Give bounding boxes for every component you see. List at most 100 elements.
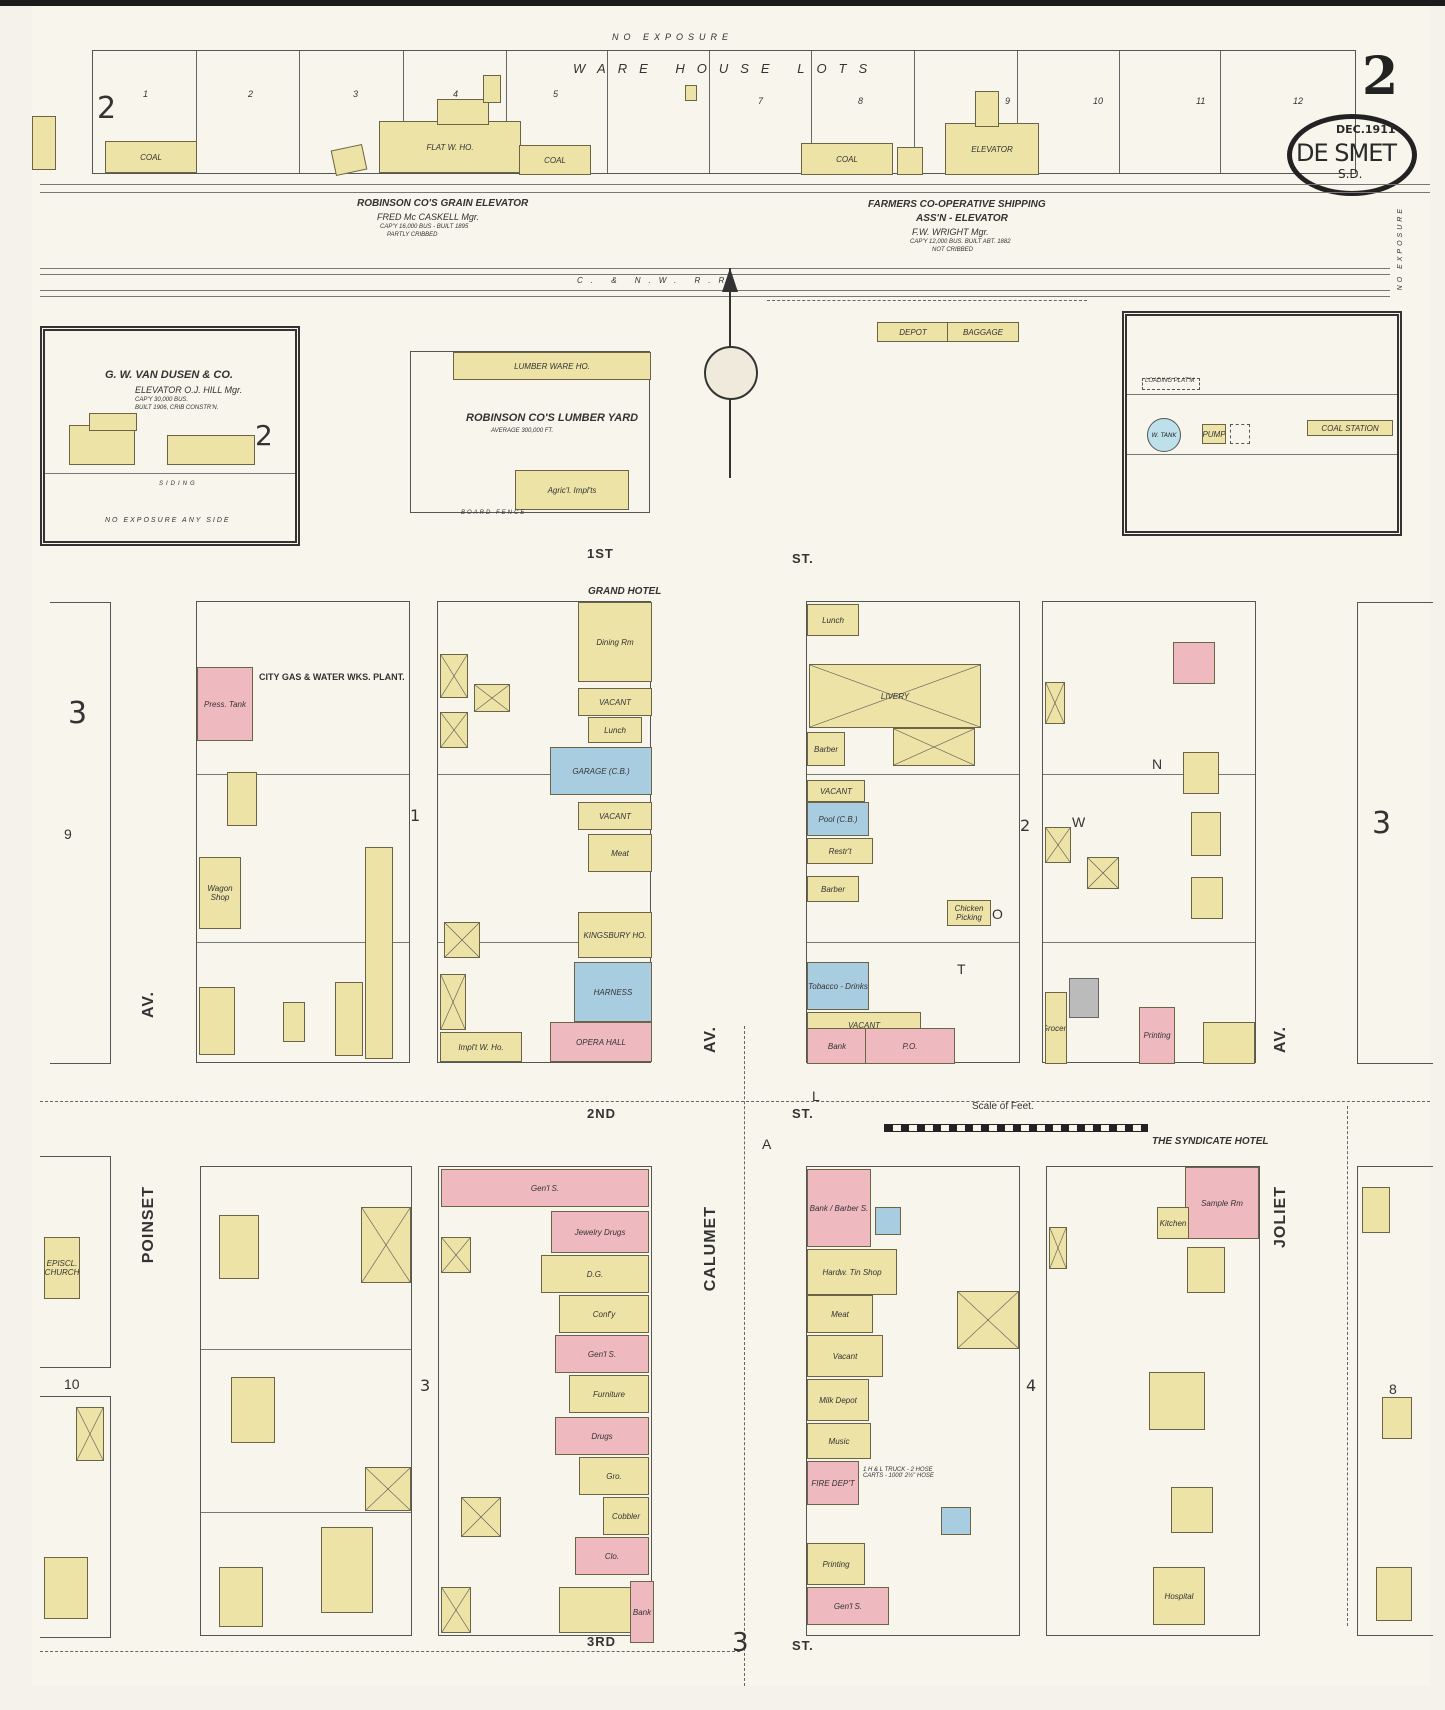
livery-barn: LIVERY xyxy=(809,664,981,728)
map-sheet: NO EXPOSURE WARE HOUSE LOTS 1 2 3 4 5 6 … xyxy=(32,6,1433,1686)
general-store-2: Gen'l S. xyxy=(555,1335,649,1373)
chicken-picking: Chicken Picking xyxy=(947,900,991,926)
van-dusen-name: G. W. VAN DUSEN & CO. xyxy=(105,369,233,381)
confectionery: Conf'y xyxy=(559,1295,649,1333)
van-dusen-capacity: CAP'Y 30,000 BUS. xyxy=(135,397,189,403)
drug-store: Drugs xyxy=(555,1417,649,1455)
dwelling xyxy=(219,1215,259,1279)
scan-border xyxy=(0,0,1445,6)
dwelling xyxy=(1376,1567,1412,1621)
dwelling xyxy=(335,982,363,1056)
no-exposure-right: NO EXPOSURE xyxy=(1397,206,1404,291)
railroad-label: C. & N.W. R.R. xyxy=(577,276,743,285)
coal-shed: COAL xyxy=(801,143,893,175)
warehouse-lots-label: WARE HOUSE LOTS xyxy=(573,61,880,76)
syndicate-hotel: Sample Rm xyxy=(1185,1167,1259,1239)
barn xyxy=(440,974,466,1030)
title-town: DE SMET xyxy=(1296,139,1397,167)
block-e xyxy=(200,1166,412,1636)
title-cartouche: DEC.1911 DE SMET S.D. xyxy=(1287,114,1417,196)
street-poinset: POINSET xyxy=(140,1186,157,1264)
shed xyxy=(897,147,923,175)
block-d: Grocery Printing xyxy=(1042,601,1256,1064)
block-f: Gen'l S. Jewelry Drugs D.G. Conf'y Gen'l… xyxy=(438,1166,652,1636)
printing-office: Printing xyxy=(1139,1007,1175,1064)
street-joliet-av: AV. xyxy=(1272,1026,1289,1054)
implement-warehouse: Impl't W. Ho. xyxy=(440,1032,522,1062)
town-letter: T xyxy=(957,961,966,977)
dwelling xyxy=(1149,1372,1205,1430)
sheet-ref-right: 3 xyxy=(1372,806,1392,841)
post-office: P.O. xyxy=(865,1028,955,1064)
barn xyxy=(76,1407,104,1461)
street-calumet: CALUMET xyxy=(702,1206,719,1292)
block-g: Bank / Barber S. Hardw. Tin Shop Meat Va… xyxy=(806,1166,1020,1636)
town-letter: N xyxy=(1152,756,1163,772)
lumber-average: AVERAGE 300,000 FT. xyxy=(491,428,554,434)
lumber-yard: LUMBER WARE HO. ROBINSON CO'S LUMBER YAR… xyxy=(410,351,651,516)
block-left-edge xyxy=(50,602,111,1064)
dwelling xyxy=(1191,877,1223,919)
scale-house xyxy=(330,143,368,177)
block-8: 8 xyxy=(1389,1381,1397,1397)
street-poinset-av: AV. xyxy=(140,991,157,1019)
vacant-store: VACANT xyxy=(578,802,652,830)
block-9: 9 xyxy=(64,826,72,842)
pump-house: PUMP xyxy=(1202,424,1226,444)
vacant-store: VACANT xyxy=(578,688,652,716)
syndicate-hotel-label: THE SYNDICATE HOTEL xyxy=(1152,1136,1269,1147)
episcopal-church: EPISCL. CHURCH xyxy=(44,1237,80,1299)
elevator-head xyxy=(483,75,501,103)
block-2: 2 xyxy=(1020,816,1031,835)
warehouse-long xyxy=(365,847,393,1059)
compass-rose-icon xyxy=(704,346,758,400)
van-dusen-annex xyxy=(89,413,137,431)
lot-number: 11 xyxy=(1196,96,1206,106)
flat-warehouse: FLAT W. HO. xyxy=(379,121,521,173)
north-arrow-icon xyxy=(722,268,738,292)
street-1st-suffix: ST. xyxy=(792,551,814,566)
dwelling-brick xyxy=(1173,642,1215,684)
block-4: 4 xyxy=(1026,1376,1037,1395)
sheet-ref-left: 2 xyxy=(97,91,117,126)
town-letter: L xyxy=(812,1088,820,1104)
barn xyxy=(1087,857,1119,889)
dwelling xyxy=(1203,1022,1255,1064)
small-shed xyxy=(685,85,697,101)
lumber-yard-name: ROBINSON CO'S LUMBER YARD xyxy=(466,412,639,424)
elevator-head xyxy=(975,91,999,127)
coal-shed: COAL xyxy=(105,141,197,173)
no-exposure-top: NO EXPOSURE xyxy=(612,32,734,42)
lot-number: 7 xyxy=(758,96,764,106)
sheet-ref-bottom: 3 xyxy=(732,1628,749,1658)
dwelling xyxy=(1191,812,1221,856)
street-2nd-suffix: ST. xyxy=(792,1106,814,1121)
garage: GARAGE (C.B.) xyxy=(550,747,652,795)
block-c: Lunch LIVERY Barber VACANT Pool (C.B.) R… xyxy=(806,601,1020,1064)
street-2nd: 2ND xyxy=(587,1106,617,1121)
city-gas-plant: Press. Tank xyxy=(197,667,253,741)
water-tank: W. TANK xyxy=(1147,418,1181,452)
coal-shed: COAL xyxy=(519,145,591,175)
cobbler: Cobbler xyxy=(603,1497,649,1535)
restaurant: Restr't xyxy=(807,838,873,864)
dwelling xyxy=(1183,752,1219,794)
kingsbury-house: KINGSBURY HO. xyxy=(578,912,652,958)
bank-corner: Bank xyxy=(630,1581,654,1643)
barn xyxy=(893,728,975,766)
edge-building xyxy=(32,116,56,170)
pool-hall: Pool (C.B.) xyxy=(807,802,869,836)
board-fence-label: BOARD FENCE xyxy=(461,510,527,516)
siding-label: SIDING xyxy=(159,481,198,487)
farmers-elevator-name-2: ASS'N - ELEVATOR xyxy=(916,213,1008,224)
general-store: Gen'l S. xyxy=(807,1587,889,1625)
lot-number: 3 xyxy=(353,89,359,99)
hospital: Hospital xyxy=(1153,1567,1205,1625)
general-store: Gen'l S. xyxy=(441,1169,649,1207)
meat-market: Meat xyxy=(807,1295,873,1333)
storage xyxy=(1069,978,1099,1018)
farmers-elevator-name: FARMERS CO-OPERATIVE SHIPPING xyxy=(868,199,1046,210)
milk-depot: Milk Depot xyxy=(807,1379,869,1421)
grain-elevator-top xyxy=(437,99,489,125)
bank-barber: Bank / Barber S. xyxy=(807,1169,871,1247)
